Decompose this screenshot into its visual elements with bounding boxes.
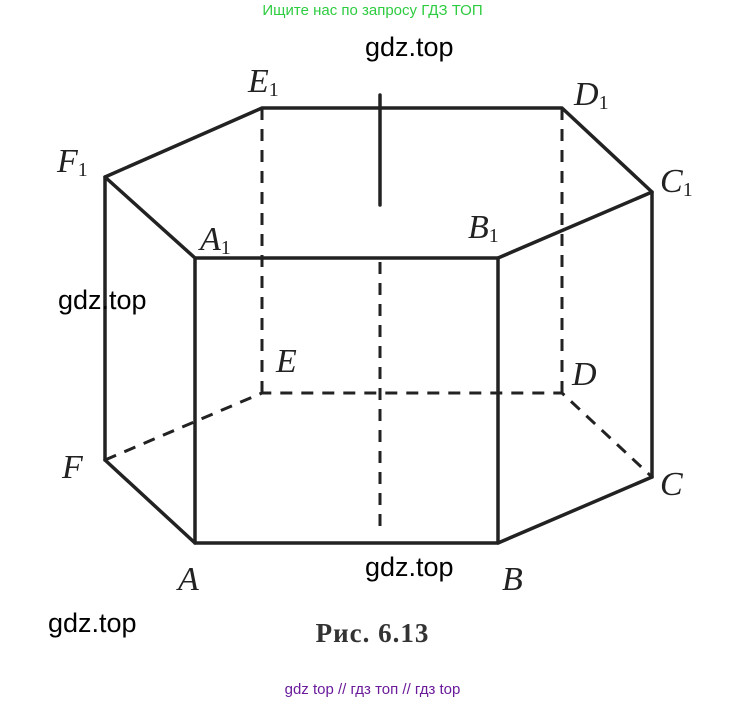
label-A: A xyxy=(176,561,199,598)
label-B1: B1 xyxy=(468,209,499,247)
label-D1: D1 xyxy=(573,76,609,114)
label-D: D xyxy=(571,356,597,393)
label-C: C xyxy=(660,466,683,503)
watermark: gdz.top xyxy=(365,552,454,582)
label-E: E xyxy=(275,343,297,380)
label-A1: A1 xyxy=(198,221,231,259)
label-C1: C1 xyxy=(660,163,693,201)
watermark: gdz.top xyxy=(58,285,147,315)
label-E1: E1 xyxy=(247,63,279,101)
footer-text: gdz top // гдз топ // гдз top xyxy=(284,681,461,698)
figure-caption: Рис. 6.13 xyxy=(315,618,430,648)
top-banner: Ищите нас по запросу ГДЗ ТОП xyxy=(262,2,483,19)
bottom-hidden-edges xyxy=(104,391,654,479)
watermark: gdz.top xyxy=(48,608,137,638)
label-F1: F1 xyxy=(56,143,88,181)
label-F: F xyxy=(61,449,84,486)
label-B: B xyxy=(502,561,523,598)
watermark: gdz.top xyxy=(365,32,454,62)
bottom-visible-edges xyxy=(103,458,654,545)
